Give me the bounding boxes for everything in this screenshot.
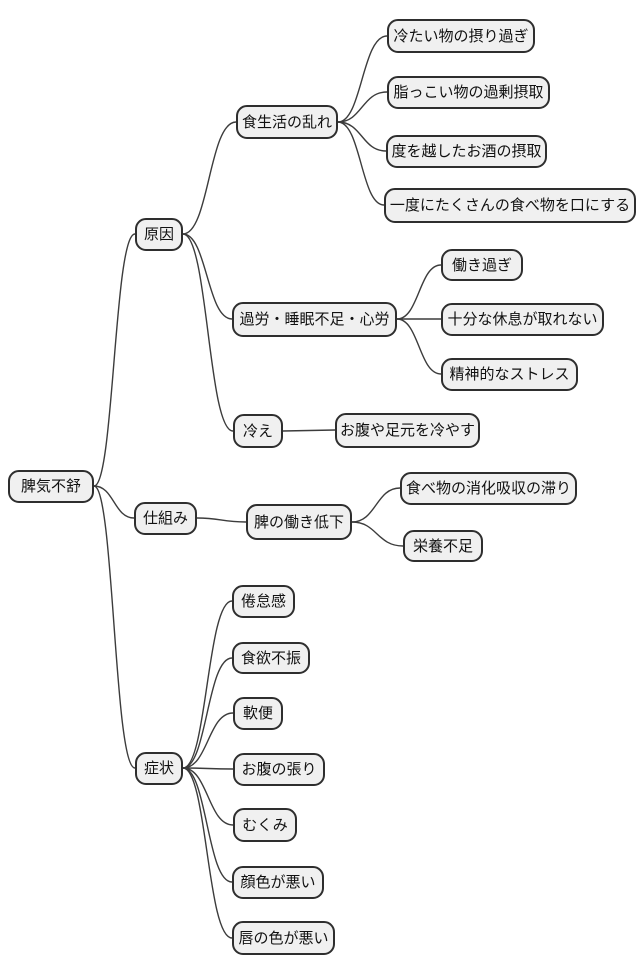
edge-spleen-nutrition bbox=[351, 521, 404, 547]
node-cause[interactable]: 原因 bbox=[135, 218, 183, 251]
node-mechanism[interactable]: 仕組み bbox=[134, 502, 197, 535]
node-mental-stress[interactable]: 精神的なストレス bbox=[441, 358, 578, 391]
node-overwork-sleep-stress[interactable]: 過労・睡眠不足・心労 bbox=[232, 302, 397, 337]
edge-symptoms-appetite bbox=[182, 657, 233, 769]
edge-cold-chill bbox=[282, 429, 336, 432]
edge-spleen-digest bbox=[351, 487, 401, 523]
node-diet-disorder[interactable]: 食生活の乱れ bbox=[236, 105, 338, 139]
edge-cause-diet bbox=[182, 121, 237, 235]
node-bad-lip-color[interactable]: 唇の色が悪い bbox=[232, 921, 335, 955]
node-symptoms[interactable]: 症状 bbox=[135, 752, 183, 785]
edge-symptoms-stool bbox=[182, 712, 234, 769]
node-cooling-belly-feet[interactable]: お腹や足元を冷やす bbox=[335, 413, 480, 448]
node-digestion-absorption-delay[interactable]: 食べ物の消化吸収の滞り bbox=[400, 472, 577, 505]
edge-root-cause bbox=[93, 233, 136, 487]
node-chill[interactable]: 冷え bbox=[233, 414, 283, 448]
edge-overwork-stress bbox=[396, 318, 442, 375]
edge-root-symptoms bbox=[93, 485, 136, 769]
node-loose-stool[interactable]: 軟便 bbox=[233, 697, 283, 730]
edge-mechanism-spleen bbox=[196, 517, 247, 523]
node-cold-food-excess[interactable]: 冷たい物の摂り過ぎ bbox=[387, 19, 535, 53]
node-greasy-food-excess[interactable]: 脂っこい物の過剰摂取 bbox=[387, 76, 550, 109]
node-appetite-loss[interactable]: 食欲不振 bbox=[232, 642, 310, 674]
node-working-too-much[interactable]: 働き過ぎ bbox=[441, 249, 523, 281]
edge-root-mechanism bbox=[93, 485, 135, 519]
edge-overwork-work-much bbox=[396, 264, 442, 320]
edge-diet-cold-food bbox=[337, 35, 388, 123]
node-overeating[interactable]: 一度にたくさんの食べ物を口にする bbox=[384, 188, 636, 223]
node-insufficient-rest[interactable]: 十分な休息が取れない bbox=[441, 303, 604, 336]
edge-symptoms-lip bbox=[182, 767, 233, 939]
node-malnutrition[interactable]: 栄養不足 bbox=[403, 530, 483, 562]
node-bad-complexion[interactable]: 顔色が悪い bbox=[232, 866, 324, 899]
node-spleen-function-decline[interactable]: 脾の働き低下 bbox=[246, 504, 352, 540]
edge-diet-greasy bbox=[337, 91, 388, 123]
edge-symptoms-complexion bbox=[182, 767, 233, 883]
node-root[interactable]: 脾気不舒 bbox=[8, 470, 94, 503]
edge-cause-overwork bbox=[182, 233, 233, 320]
edge-diet-overeat bbox=[337, 121, 385, 206]
edge-symptoms-bloat bbox=[182, 767, 234, 770]
edge-symptoms-swell bbox=[182, 767, 234, 826]
node-swelling[interactable]: むくみ bbox=[233, 808, 297, 842]
node-abdominal-bloating[interactable]: お腹の張り bbox=[233, 753, 325, 786]
edge-cause-cold bbox=[182, 233, 234, 432]
edge-diet-alcohol bbox=[337, 121, 387, 152]
node-fatigue[interactable]: 倦怠感 bbox=[232, 585, 295, 618]
edge-symptoms-fatigue bbox=[182, 600, 233, 769]
node-alcohol-excess[interactable]: 度を越したお酒の摂取 bbox=[386, 135, 547, 168]
